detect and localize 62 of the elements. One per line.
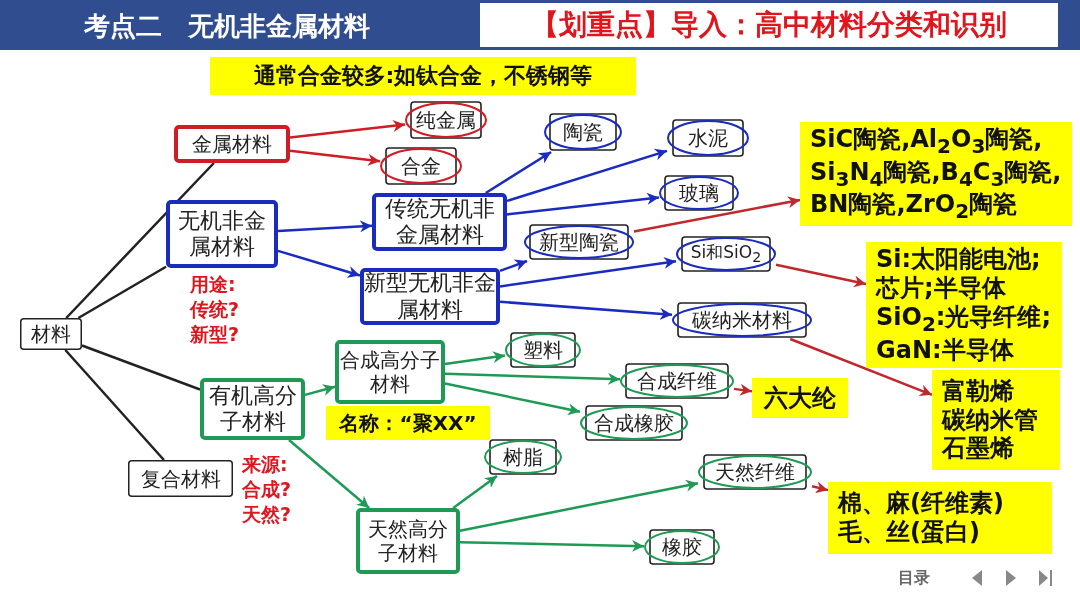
note-box: 富勒烯 碳纳米管 石墨烯 — [932, 370, 1060, 470]
subtitle-banner: 【划重点】导入：高中材料分类和识别 — [480, 3, 1058, 47]
circled-box: 天然纤维 — [698, 453, 812, 491]
circled-box: 陶瓷 — [544, 112, 622, 152]
arrow — [289, 149, 381, 166]
arrow — [444, 382, 581, 416]
process-box: 材料 — [20, 318, 82, 350]
connector-line — [81, 344, 201, 391]
circled-box: 橡胶 — [644, 528, 720, 566]
connector-line — [65, 162, 215, 319]
circled-box: 碳纳米材料 — [672, 301, 812, 339]
circled-box: 树脂 — [484, 438, 562, 476]
note-box: 通常合金较多:如钛合金，不锈钢等 — [210, 57, 636, 95]
arrow — [444, 372, 621, 385]
note-text: 来源: 合成? 天然? — [242, 452, 293, 527]
arrow — [633, 196, 801, 233]
note-box: 名称：“聚XX” — [326, 406, 490, 440]
note-box: Si:太阳能电池;芯片;半导体 SiO$_{2}$:光导纤维; GaN:半导体 — [866, 242, 1062, 368]
arrow — [277, 249, 361, 278]
circled-box: 新型陶瓷 — [524, 223, 634, 261]
process-box: 金属材料 — [174, 125, 290, 163]
circled-box: 合金 — [380, 146, 462, 186]
arrow — [304, 384, 336, 397]
note-box: 六大纶 — [752, 378, 848, 418]
arrow — [444, 351, 506, 366]
arrow — [789, 337, 933, 396]
arrow — [452, 475, 498, 509]
circled-box: 合成纤维 — [620, 362, 734, 400]
arrow — [506, 148, 668, 203]
arrow — [288, 439, 370, 509]
process-box: 新型无机非金属材料 — [360, 268, 500, 325]
circled-box: 纯金属 — [405, 100, 487, 140]
arrow — [506, 192, 660, 216]
circled-box: 合成橡胶 — [580, 404, 688, 442]
process-box: 合成高分子材料 — [335, 340, 445, 404]
arrow — [289, 119, 406, 139]
slide-title: 考点二 无机非金属材料 — [84, 10, 370, 43]
process-box: 无机非金属材料 — [166, 200, 278, 268]
note-text: 用途: 传统? 新型? — [190, 272, 241, 347]
process-box: 天然高分子材料 — [356, 508, 460, 574]
circled-box: 水泥 — [667, 118, 749, 158]
circled-box: Si和SiO$_{2}$ — [676, 235, 776, 273]
arrow — [775, 263, 867, 288]
menu-link: 目录 — [898, 568, 930, 589]
circled-box: 玻璃 — [659, 174, 739, 212]
connector-line — [77, 265, 167, 320]
circled-box: 塑料 — [505, 331, 581, 369]
arrow — [485, 150, 552, 195]
arrow — [733, 383, 753, 396]
note-box: 棉、麻(纤维素) 毛、丝(蛋白) — [828, 482, 1052, 554]
process-box: 复合材料 — [128, 460, 233, 497]
process-box: 传统无机非金属材料 — [372, 193, 507, 251]
process-box: 有机高分子材料 — [200, 378, 305, 440]
arrow — [459, 539, 645, 552]
arrow — [459, 479, 699, 532]
connector-line — [64, 349, 165, 461]
note-box: SiC陶瓷,Al$_{2}$O$_{3}$陶瓷, Si$_{3}$N$_{4}$陶瓷,B$_{4}$C$_{3}$陶瓷, BN陶瓷,ZrO$_{2}$陶瓷 — [800, 122, 1072, 226]
arrow — [499, 256, 677, 288]
arrow — [499, 300, 673, 320]
arrow — [499, 259, 528, 273]
arrow — [277, 220, 373, 233]
arrow — [811, 481, 829, 494]
